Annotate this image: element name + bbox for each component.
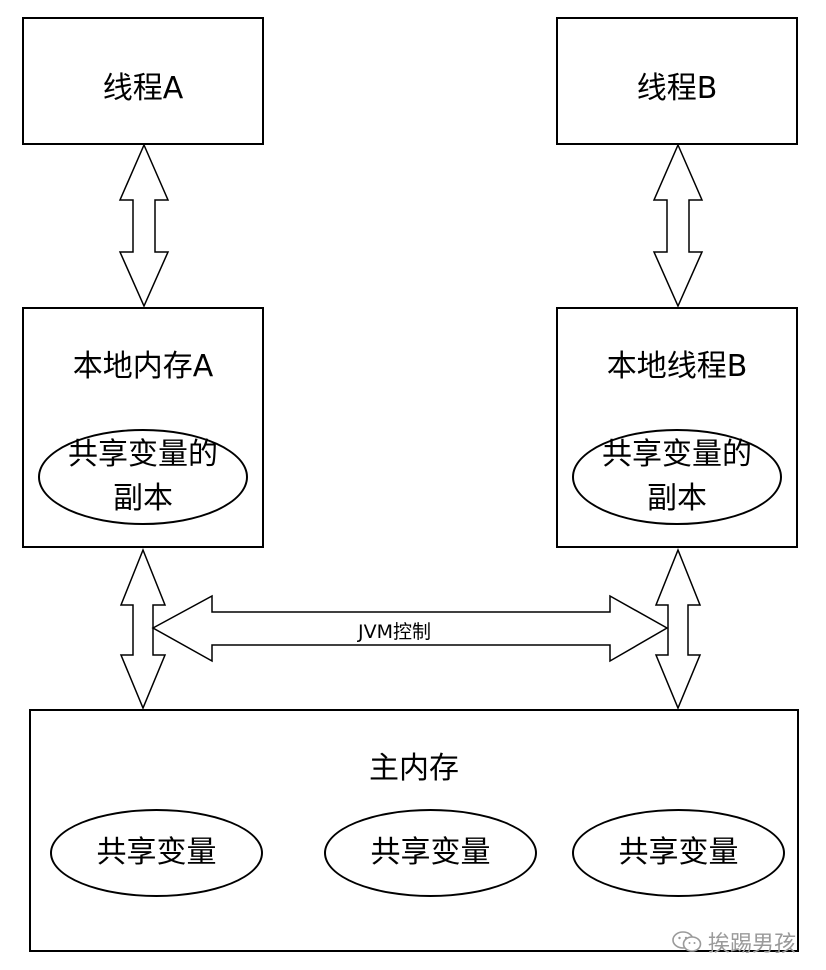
local-memory-b-title: 本地线程B (606, 349, 748, 384)
arrow-local-b-main (654, 547, 702, 710)
jvm-control-label: JVM控制 (356, 617, 433, 644)
arrow-thread-b-local-b (652, 143, 704, 308)
thread-b-title: 线程B (636, 71, 718, 106)
shared-variable-1-label: 共享变量 (96, 835, 217, 870)
shared-variable-3-label: 共享变量 (618, 835, 739, 870)
shared-variable-3: 共享变量 (572, 809, 785, 897)
main-memory-title: 主内存 (369, 751, 459, 786)
shared-variable-2: 共享变量 (324, 809, 537, 897)
local-memory-b-box: 本地线程B 共享变量的副本 (556, 307, 798, 548)
thread-b-box: 线程B (556, 17, 798, 145)
shared-variable-2-label: 共享变量 (370, 835, 491, 870)
wechat-icon (672, 931, 702, 952)
arrow-local-a-main (119, 547, 167, 710)
shared-variable-copy-b: 共享变量的副本 (572, 429, 782, 525)
main-memory-box: 主内存 共享变量 共享变量 共享变量 (29, 709, 799, 952)
shared-variable-copy-a: 共享变量的副本 (38, 429, 248, 525)
shared-variable-1: 共享变量 (50, 809, 263, 897)
thread-a-title: 线程A (102, 71, 184, 106)
shared-variable-copy-b-label: 共享变量的副本 (602, 437, 752, 516)
watermark: 挨踢男孩 (672, 926, 796, 958)
local-memory-a-title: 本地内存A (72, 349, 214, 384)
watermark-text: 挨踢男孩 (707, 932, 796, 957)
arrow-thread-a-local-a (118, 143, 170, 308)
local-memory-a-box: 本地内存A 共享变量的副本 (22, 307, 264, 548)
shared-variable-copy-a-label: 共享变量的副本 (68, 437, 218, 516)
thread-a-box: 线程A (22, 17, 264, 145)
